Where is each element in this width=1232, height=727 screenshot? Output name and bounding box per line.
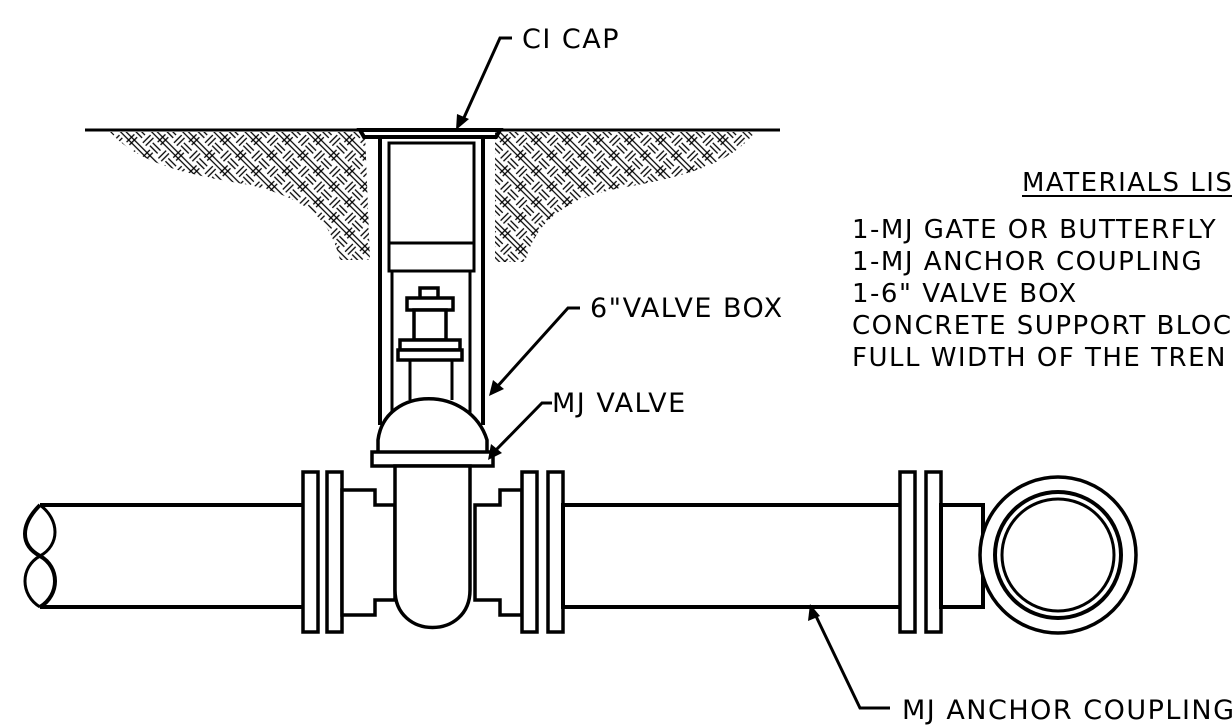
coupling-flange-b	[924, 470, 943, 634]
valve-box-collar	[387, 241, 476, 273]
valve-gate	[393, 464, 472, 630]
pipe-end-inner	[1000, 497, 1116, 613]
materials-item: CONCRETE SUPPORT BLOC	[852, 311, 1232, 341]
pipe-end-middle	[993, 490, 1123, 620]
coupling-flange-a	[898, 470, 917, 634]
bonnet-top	[396, 348, 464, 362]
leader-mj-valve	[492, 401, 552, 454]
valve-body	[340, 488, 397, 617]
ci-cap	[356, 128, 504, 139]
middle-pipe	[561, 503, 903, 609]
label-valve-box: 6"VALVE BOX	[590, 293, 784, 324]
nut-flange	[405, 296, 455, 312]
bonnet-flange	[370, 450, 495, 468]
flange-right-a	[520, 470, 539, 634]
stem-housing	[412, 308, 448, 342]
flange-left-b	[325, 470, 344, 634]
soil-hatch-left	[110, 132, 370, 260]
soil-hatch-right	[495, 132, 755, 262]
flange-left-a	[301, 470, 320, 634]
valve-box-upper-section	[387, 141, 476, 245]
label-ci-cap: CI CAP	[522, 24, 620, 55]
materials-item: FULL WIDTH OF THE TREN	[852, 343, 1227, 373]
label-mj-valve: MJ VALVE	[552, 388, 687, 419]
left-pipe	[40, 503, 307, 609]
materials-item: 1-MJ GATE OR BUTTERFLY	[852, 215, 1217, 245]
materials-item: 1-MJ ANCHOR COUPLING	[852, 247, 1203, 277]
leader-ci-cap	[460, 36, 512, 123]
valve-bonnet	[376, 397, 489, 457]
label-mj-anchor-coupling: MJ ANCHOR COUPLING	[902, 695, 1232, 726]
leader-valve-box	[494, 306, 580, 390]
materials-title: MATERIALS LIS	[1022, 168, 1232, 198]
leader-mj-anchor-coupling	[812, 611, 890, 710]
materials-item: 1-6" VALVE BOX	[852, 279, 1078, 309]
coupling-stub	[939, 503, 985, 609]
flange-right-b	[546, 470, 565, 634]
